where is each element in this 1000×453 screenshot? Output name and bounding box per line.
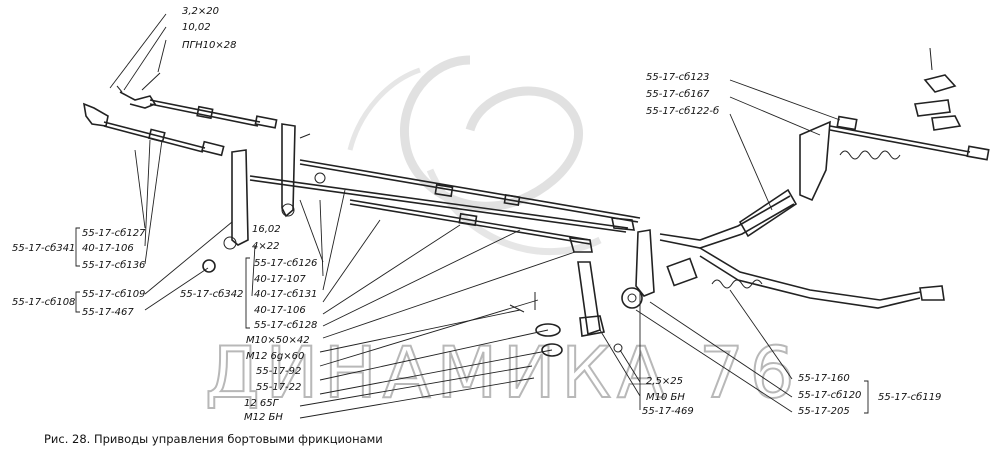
label-12-65g: 12 65Г xyxy=(244,398,280,409)
label-sb109: 55-17-сб109 xyxy=(82,288,145,300)
label-55-17-160: 55-17-160 xyxy=(798,373,850,384)
label-55-17-205: 55-17-205 xyxy=(798,406,850,417)
right-shaft-assembly xyxy=(659,47,990,309)
label-sb126: 55-17-сб126 xyxy=(254,257,317,269)
label-3-2x20: 3,2×20 xyxy=(182,6,219,17)
label-group-sb341: 55-17-сб341 xyxy=(12,242,75,254)
label-40-17-sb131: 40-17-сб131 xyxy=(254,288,317,300)
label-2-5x25: 2,5×25 xyxy=(646,376,683,387)
label-sb342: 55-17-сб342 xyxy=(180,288,243,300)
label-55-17-92: 55-17-92 xyxy=(256,366,301,377)
label-sb167: 55-17-сб167 xyxy=(646,88,710,100)
label-m10-bn: М10 БН xyxy=(646,392,685,403)
label-sb136: 55-17-сб136 xyxy=(82,259,145,271)
labels: 3,2×20 10,02 ПГН10×28 55-17-сб341 55-17-… xyxy=(12,6,941,423)
label-group-sb108: 55-17-сб108 xyxy=(12,296,75,308)
group-brackets xyxy=(75,227,869,414)
label-m12-6gx60: М12 6g×60 xyxy=(246,351,304,362)
center-long-rods xyxy=(249,159,641,253)
label-sb122-6: 55-17-сб122-б xyxy=(646,105,719,117)
figure-caption: Рис. 28. Приводы управления бортовыми фр… xyxy=(44,432,383,446)
leader-lines xyxy=(109,13,841,419)
label-pgn10x28: ПГН10×28 xyxy=(182,40,236,51)
label-40-17-107: 40-17-107 xyxy=(254,274,306,285)
label-sb128: 55-17-сб128 xyxy=(254,319,317,331)
label-40-17-106: 40-17-106 xyxy=(254,305,306,316)
label-40-17-106-left: 40-17-106 xyxy=(82,243,134,254)
label-10-02: 10,02 xyxy=(182,22,211,33)
label-16-02: 16,02 xyxy=(252,224,281,235)
label-55-17-469: 55-17-469 xyxy=(642,406,694,417)
watermark-text: ДИНАМИКА 76 xyxy=(205,332,800,414)
label-55-17-467: 55-17-467 xyxy=(82,307,134,318)
left-lower-rod-assembly xyxy=(82,102,225,157)
label-4x22: 4×22 xyxy=(252,241,279,252)
label-group-sb119: 55-17-сб119 xyxy=(878,391,941,403)
label-sb123: 55-17-сб123 xyxy=(646,71,709,83)
label-m10x50x42: М10×50×42 xyxy=(246,335,310,346)
label-sb127: 55-17-сб127 xyxy=(82,227,146,239)
label-m12-bn: М12 БН xyxy=(244,412,283,423)
label-55-17-22: 55-17-22 xyxy=(256,382,301,393)
label-sb120: 55-17-сб120 xyxy=(798,389,861,401)
center-left-levers xyxy=(202,123,311,273)
left-upper-rod-assembly xyxy=(116,72,278,129)
